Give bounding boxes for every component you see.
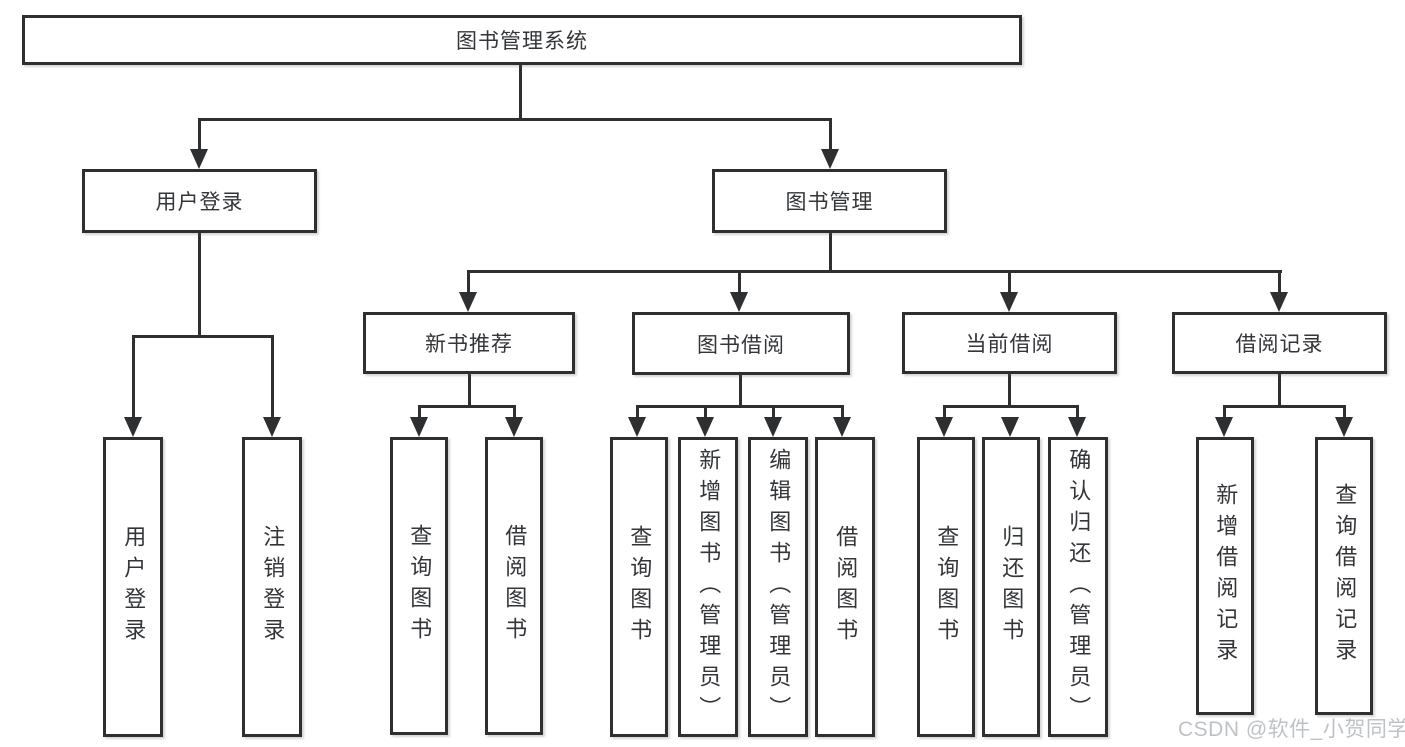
- connector-line: [1223, 405, 1226, 419]
- connector-arrow: [628, 417, 646, 437]
- connector-line: [1278, 374, 1281, 405]
- node-label: 图书借阅: [697, 333, 785, 357]
- node-label: 借阅记录: [1235, 333, 1324, 356]
- connector-line: [1008, 270, 1011, 294]
- connector-arrow: [1001, 417, 1019, 437]
- connector-line: [738, 270, 741, 294]
- node-add-borrow-record: 新增借阅记录: [1196, 437, 1254, 715]
- connector-arrow: [821, 149, 839, 169]
- connector-line: [1343, 405, 1346, 419]
- node-label: 查询图书: [407, 524, 433, 648]
- node-user-login: 用户登录: [103, 437, 163, 737]
- node-label: 确认归还（管理员）: [1066, 447, 1092, 727]
- node-label: 归还图书: [999, 525, 1025, 649]
- node-label: 图书管理系统: [456, 30, 588, 53]
- node-add-books-admin: 新增图书（管理员）: [678, 437, 738, 737]
- connector-line: [198, 233, 201, 335]
- connector-line: [198, 118, 832, 121]
- node-user-login-module: 用户登录: [82, 169, 317, 233]
- connector-line: [943, 405, 946, 419]
- connector-arrow: [505, 417, 523, 437]
- csdn-watermark: CSDN @软件_小贺同学: [1178, 718, 1405, 741]
- node-borrow-books-borrowing: 借阅图书: [815, 437, 875, 737]
- node-label: 当前借阅: [965, 333, 1054, 356]
- node-label: 查询图书: [627, 525, 653, 649]
- connector-arrow: [1068, 417, 1086, 437]
- connector-arrow: [730, 292, 748, 312]
- connector-arrow: [459, 292, 477, 312]
- connector-arrow: [1215, 417, 1233, 437]
- connector-arrow: [263, 417, 281, 437]
- node-book-borrowing: 图书借阅: [632, 312, 850, 375]
- node-label: 图书管理: [785, 191, 874, 214]
- connector-line: [772, 405, 775, 419]
- node-label: 新增借阅记录: [1213, 483, 1239, 669]
- connector-line: [198, 118, 201, 151]
- connector-line: [467, 270, 1282, 273]
- node-label: 用户登录: [155, 191, 244, 214]
- connector-line: [519, 65, 522, 118]
- node-label: 用户登录: [121, 525, 147, 649]
- connector-line: [841, 405, 844, 419]
- connector-arrow: [696, 417, 714, 437]
- connector-arrow: [1270, 292, 1288, 312]
- node-borrowing-records: 借阅记录: [1172, 312, 1387, 374]
- connector-line: [636, 405, 639, 419]
- connector-line: [418, 405, 516, 408]
- node-query-books-borrowing: 查询图书: [610, 437, 668, 737]
- node-label: 借阅图书: [502, 524, 528, 648]
- connector-line: [418, 405, 421, 419]
- connector-line: [513, 405, 516, 419]
- node-label: 编辑图书（管理员）: [766, 447, 792, 727]
- connector-line: [132, 335, 274, 338]
- connector-line: [132, 335, 135, 419]
- connector-arrow: [935, 417, 953, 437]
- node-borrow-books-recommend: 借阅图书: [485, 437, 543, 735]
- node-label: 新增图书（管理员）: [696, 447, 722, 727]
- connector-arrow: [1335, 417, 1353, 437]
- connector-line: [943, 405, 1079, 408]
- connector-arrow: [190, 149, 208, 169]
- node-logout: 注销登录: [242, 437, 302, 737]
- node-query-books-current: 查询图书: [917, 437, 975, 737]
- node-query-books-recommend: 查询图书: [390, 437, 448, 735]
- node-query-borrow-record: 查询借阅记录: [1315, 437, 1373, 715]
- connector-line: [468, 374, 471, 405]
- node-label: 注销登录: [260, 525, 286, 649]
- node-label: 查询图书: [934, 525, 960, 649]
- node-book-management-system: 图书管理系统: [22, 15, 1022, 65]
- node-book-management-module: 图书管理: [712, 169, 947, 233]
- connector-line: [467, 270, 470, 294]
- connector-line: [1278, 270, 1281, 294]
- connector-arrow: [764, 417, 782, 437]
- connector-line: [271, 335, 274, 419]
- node-edit-books-admin: 编辑图书（管理员）: [748, 437, 808, 737]
- connector-arrow: [833, 417, 851, 437]
- connector-line: [1076, 405, 1079, 419]
- connector-arrow: [410, 417, 428, 437]
- node-return-books: 归还图书: [982, 437, 1040, 737]
- connector-line: [1223, 405, 1346, 408]
- connector-line: [739, 375, 742, 405]
- node-label: 新书推荐: [425, 333, 513, 356]
- connector-arrow: [124, 417, 142, 437]
- node-new-book-recommendation: 新书推荐: [363, 312, 575, 374]
- node-current-borrowing: 当前借阅: [902, 312, 1117, 374]
- node-confirm-return-admin: 确认归还（管理员）: [1048, 437, 1108, 737]
- connector-arrow: [1000, 292, 1018, 312]
- node-label: 借阅图书: [833, 525, 859, 649]
- connector-line: [829, 233, 832, 270]
- connector-line: [636, 405, 844, 408]
- connector-line: [1008, 374, 1011, 405]
- node-label: 查询借阅记录: [1332, 483, 1358, 669]
- connector-line: [829, 118, 832, 151]
- connector-line: [704, 405, 707, 419]
